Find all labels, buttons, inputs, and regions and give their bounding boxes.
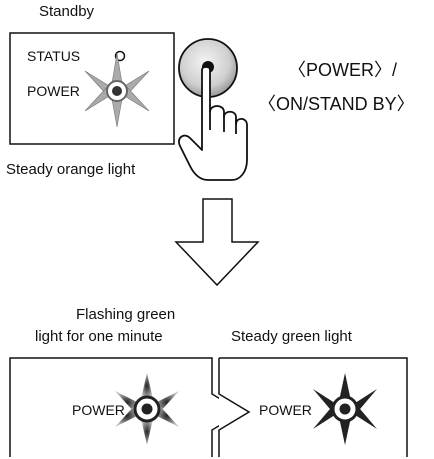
flashing-power-label: POWER bbox=[72, 402, 125, 418]
standby-power-indicator-icon bbox=[84, 52, 150, 128]
flashing-panel bbox=[9, 357, 244, 457]
steady-green-power-label: POWER bbox=[259, 402, 312, 418]
standby-caption: Steady orange light bbox=[6, 161, 136, 178]
status-label: STATUS bbox=[27, 48, 81, 64]
standby-power-label: POWER bbox=[27, 83, 80, 99]
steady-green-panel bbox=[218, 357, 408, 457]
standby-title: Standby bbox=[39, 3, 95, 20]
flashing-power-indicator-icon bbox=[115, 373, 179, 445]
standby-panel bbox=[9, 32, 175, 145]
button-label-line2: 〈ON/STAND BY〉 bbox=[258, 94, 415, 114]
flashing-caption-line2: light for one minute bbox=[35, 328, 163, 345]
flashing-caption-line1: Flashing green bbox=[76, 306, 176, 323]
steady-green-caption: Steady green light bbox=[231, 328, 352, 345]
pointing-hand-icon bbox=[178, 66, 248, 181]
button-label-line1: 〈POWER〉/ bbox=[288, 60, 398, 80]
down-arrow-icon bbox=[174, 198, 260, 287]
steady-green-power-indicator-icon bbox=[313, 373, 377, 445]
